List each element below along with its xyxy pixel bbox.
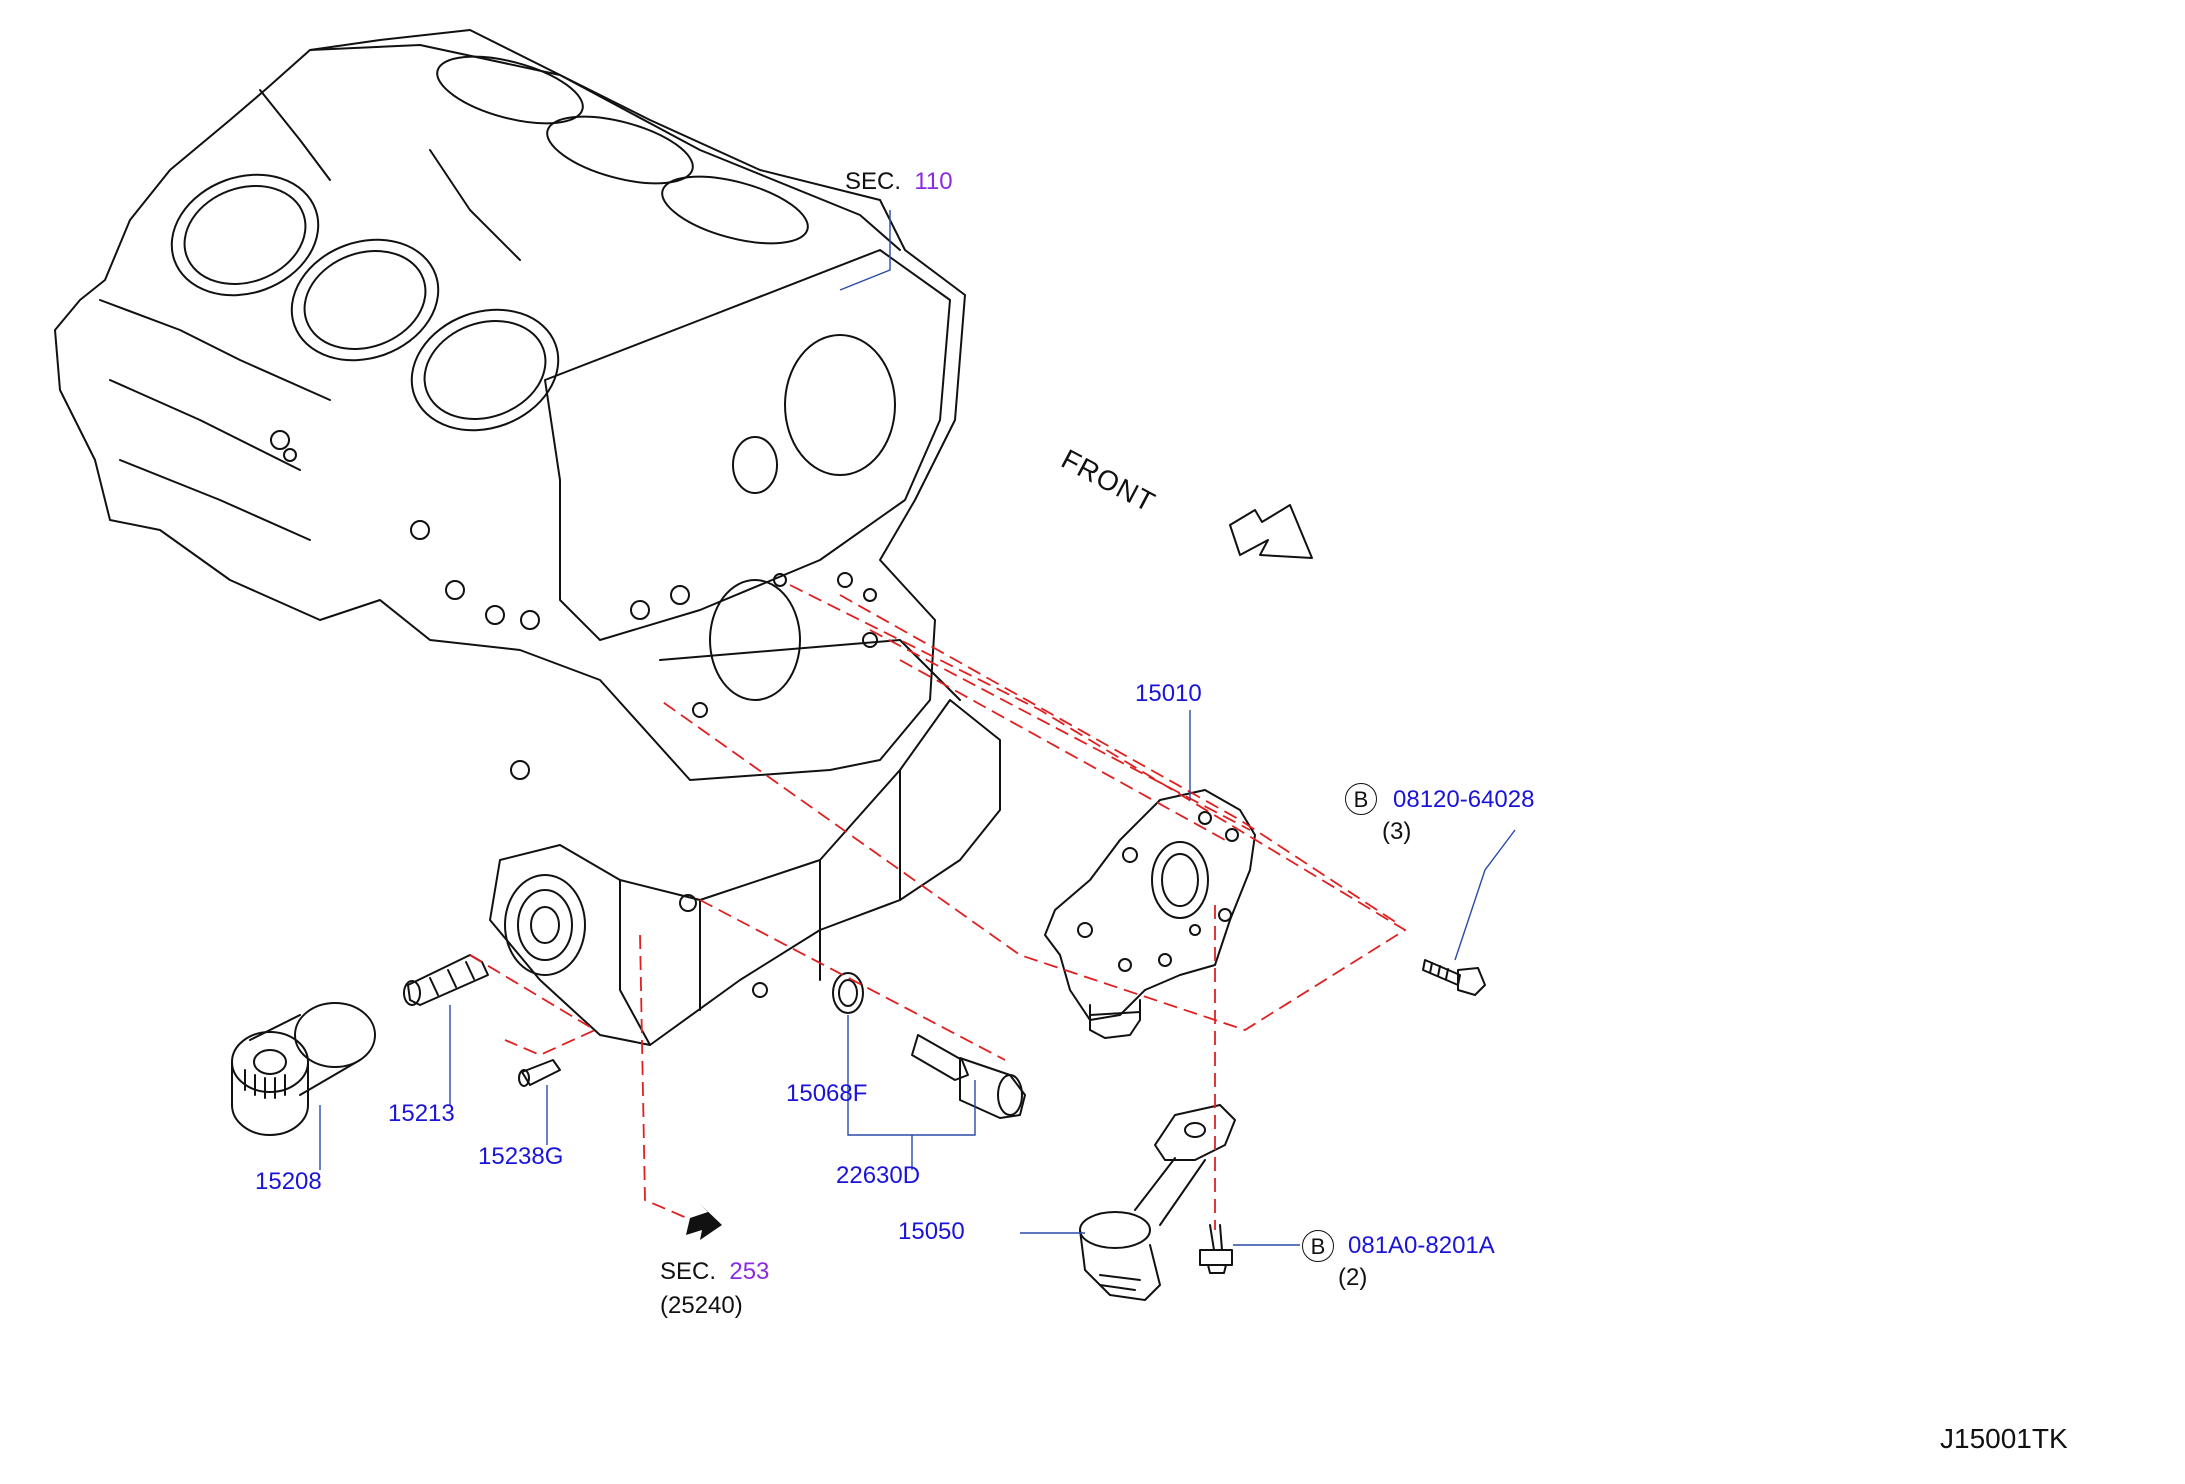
part-15050-label[interactable]: 15050 xyxy=(898,1218,965,1245)
badge-b-strainer-bolt: B xyxy=(1302,1230,1334,1262)
pressure-switch xyxy=(911,1034,1026,1119)
washer xyxy=(832,972,864,1014)
leader-lines xyxy=(319,210,1516,1246)
sec-253-prefix: SEC. xyxy=(660,1258,717,1285)
strainer xyxy=(1079,1104,1236,1301)
part-15068f-label[interactable]: 15068F xyxy=(786,1080,868,1107)
relief-valve xyxy=(518,1059,561,1087)
sec-253-label: SEC. 253 xyxy=(660,1258,769,1286)
badge-b-pump-bolt: B xyxy=(1345,783,1377,815)
pump-bolt xyxy=(1422,959,1486,996)
part-15238g-label[interactable]: 15238G xyxy=(478,1143,564,1170)
part-15213-label[interactable]: 15213 xyxy=(388,1100,455,1127)
sec-110-label: SEC. 110 xyxy=(845,168,953,196)
part-15208-label[interactable]: 15208 xyxy=(255,1168,322,1195)
alignment-lines xyxy=(469,584,1407,1230)
cylinder-block xyxy=(54,29,966,781)
connector-stud xyxy=(403,954,489,1006)
part-08120-64028-label[interactable]: 08120-64028 xyxy=(1393,786,1535,813)
oil-pan xyxy=(489,639,1001,1046)
part-22630d-label[interactable]: 22630D xyxy=(836,1162,921,1189)
sec-253-arrow xyxy=(686,1204,722,1240)
sec-110-number[interactable]: 110 xyxy=(914,168,953,195)
oil-pump-body xyxy=(1044,789,1256,1039)
oil-filter xyxy=(231,1002,376,1136)
part-081a0-8201a-qty: (2) xyxy=(1338,1264,1368,1291)
part-08120-64028-qty: (3) xyxy=(1382,818,1412,845)
sec-253-number[interactable]: 253 xyxy=(729,1258,770,1285)
sec-110-prefix: SEC. xyxy=(845,168,902,195)
front-arrow xyxy=(1229,504,1313,559)
part-081a0-8201a-label[interactable]: 081A0-8201A xyxy=(1348,1232,1495,1259)
part-15010-label[interactable]: 15010 xyxy=(1135,680,1202,707)
sec-253-ref: (25240) xyxy=(660,1292,743,1319)
strainer-bolt xyxy=(1199,1224,1233,1274)
diagram-code: J15001TK xyxy=(1940,1423,2068,1454)
